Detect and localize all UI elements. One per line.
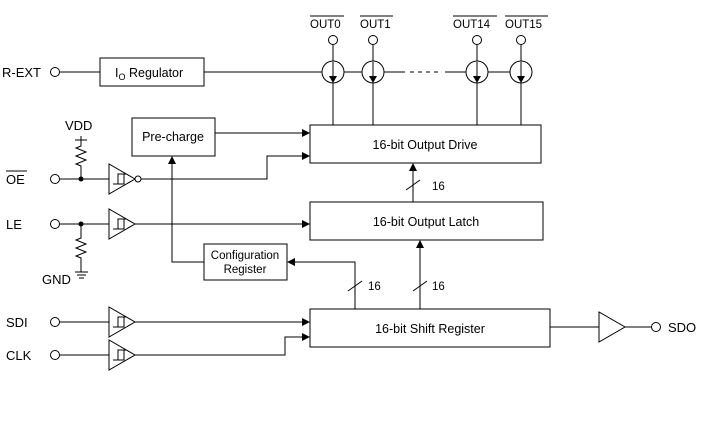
arrow-clk-to-shift xyxy=(302,333,310,341)
pin-label-sdi: SDI xyxy=(6,315,28,330)
arrow-le-to-latch xyxy=(302,220,310,228)
output-pin-out15: OUT15 xyxy=(505,15,548,61)
current-sink-out14 xyxy=(465,60,489,84)
clk-schmitt-buffer xyxy=(108,339,137,371)
sdo-output-buffer xyxy=(598,311,627,343)
arrow-shift-to-config xyxy=(287,258,295,266)
current-sink-out15 xyxy=(509,60,533,84)
output-drive-label: 16-bit Output Drive xyxy=(373,138,478,152)
sdi-schmitt-buffer xyxy=(108,306,137,338)
io-regulator-label: IO Regulator xyxy=(115,66,183,82)
config-label-line1: Configuration xyxy=(211,250,279,262)
pin-label-vdd: VDD xyxy=(65,118,92,133)
precharge-label: Pre-charge xyxy=(142,130,204,144)
output-pin-out1: OUT1 xyxy=(360,15,393,61)
pin-sdo xyxy=(651,322,661,332)
pin-label-oe: OE xyxy=(6,172,25,187)
output-pin-out14: OUT14 xyxy=(453,15,497,61)
pin-rext xyxy=(50,67,60,77)
pin-label-rext: R-EXT xyxy=(2,65,41,80)
pulldown-resistor xyxy=(74,224,88,272)
bus-width-shift-to-config: 16 xyxy=(368,281,381,293)
pin-label-clk: CLK xyxy=(6,348,32,363)
current-sink-out0 xyxy=(321,60,345,84)
output-pin-out0: OUT0 xyxy=(310,15,344,61)
shift-register-label: 16-bit Shift Register xyxy=(375,322,485,336)
arrow-config-to-precharge xyxy=(168,156,176,164)
shift-register-block xyxy=(309,308,551,348)
output-label-out1: OUT1 xyxy=(360,19,391,31)
junction-oe xyxy=(78,176,84,182)
bus-width-latch-to-drive: 16 xyxy=(432,181,445,193)
arrow-oe-to-drive xyxy=(302,152,310,160)
output-drive-block xyxy=(309,124,542,164)
pin-clk xyxy=(50,350,60,360)
output-latch-label: 16-bit Output Latch xyxy=(373,215,479,229)
current-sink-out1 xyxy=(361,60,385,84)
pullup-resistor xyxy=(74,140,88,179)
pin-label-gnd: GND xyxy=(42,272,71,287)
output-label-out15: OUT15 xyxy=(505,19,542,31)
arrow-precharge-to-drive xyxy=(302,129,310,137)
arrow-shift-to-latch xyxy=(416,240,424,248)
oe-inverting-schmitt-buffer xyxy=(108,163,142,195)
precharge-block xyxy=(131,117,216,157)
arrow-sdi-to-shift xyxy=(302,318,310,326)
output-latch-block xyxy=(309,201,544,241)
output-label-out0: OUT0 xyxy=(310,19,341,31)
config-label-line2: Register xyxy=(224,264,267,276)
pin-label-sdo: SDO xyxy=(668,320,696,335)
output-label-out14: OUT14 xyxy=(453,19,491,31)
bus-width-shift-to-latch: 16 xyxy=(432,281,445,293)
pin-le xyxy=(50,219,60,229)
pin-label-le: LE xyxy=(6,217,22,232)
pin-sdi xyxy=(50,317,60,327)
pin-oe xyxy=(50,174,60,184)
le-schmitt-buffer xyxy=(108,208,137,240)
arrow-latch-to-drive xyxy=(409,163,417,171)
